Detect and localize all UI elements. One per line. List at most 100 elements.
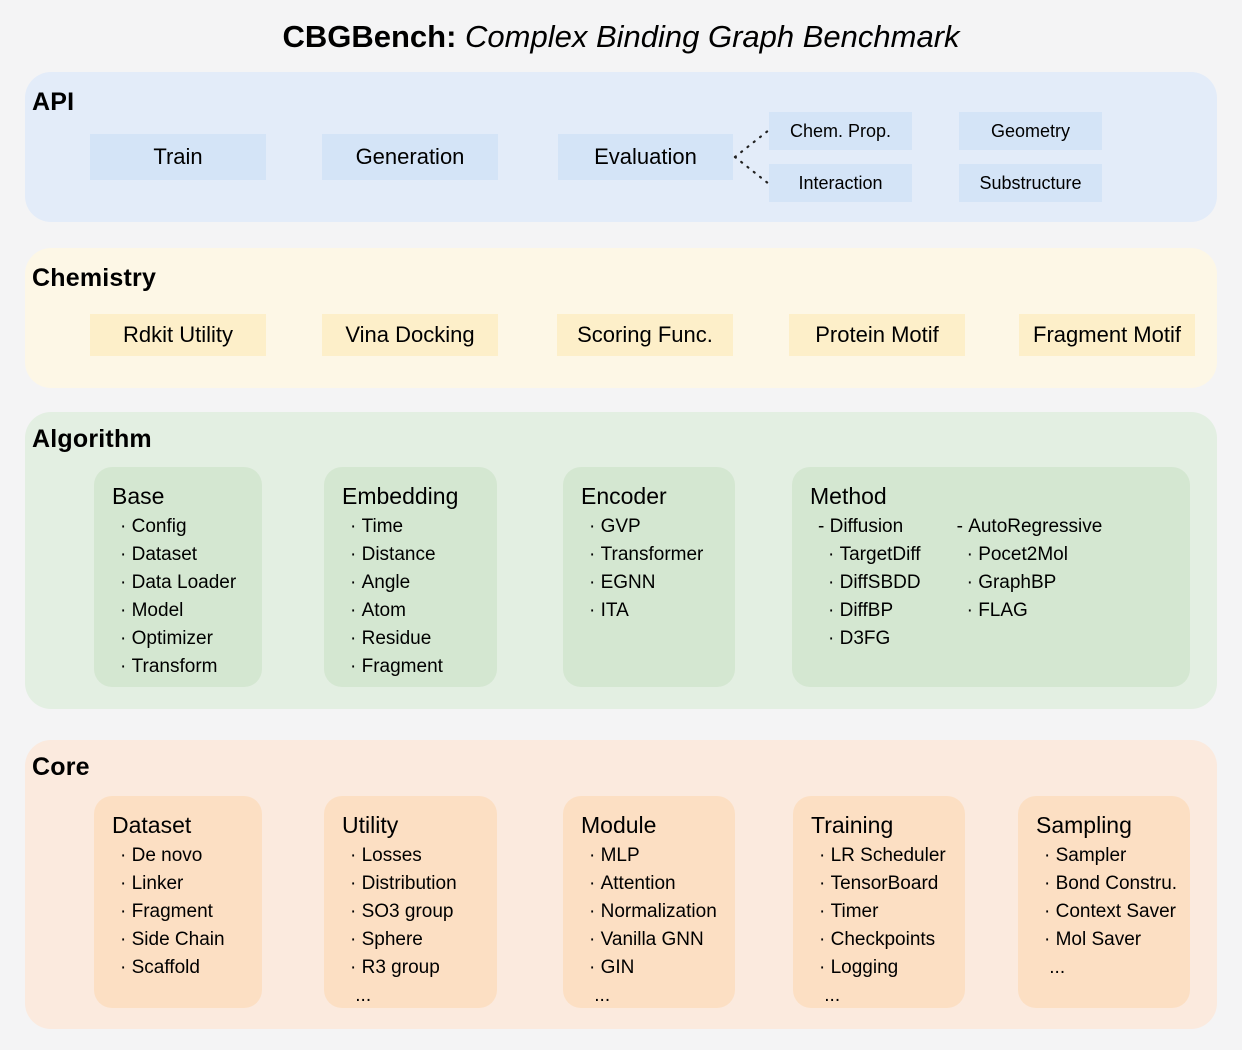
list-item: Linker — [120, 870, 246, 898]
section-core-heading: Core — [32, 753, 90, 781]
list-item: Bond Constru. — [1044, 870, 1177, 898]
api-box-chem-prop[interactable]: Chem. Prop. — [769, 112, 912, 150]
list-item: ITA — [589, 597, 719, 625]
algorithm-card-embedding-title: Embedding — [342, 483, 459, 509]
list-item: Side Chain — [120, 926, 246, 954]
section-algorithm-heading: Algorithm — [32, 425, 152, 453]
core-card-training-list: LR Scheduler TensorBoard Timer Checkpoin… — [811, 842, 949, 1010]
list-item: Residue — [350, 625, 481, 653]
api-box-chem-prop-label: Chem. Prop. — [789, 121, 892, 141]
api-box-generation[interactable]: Generation — [322, 134, 498, 180]
list-item: Fragment — [120, 898, 246, 926]
method-group-autoregressive-list: AutoRegressive Pocet2Mol GraphBP FLAG — [949, 513, 1103, 625]
list-ellipsis: ... — [355, 985, 372, 1006]
list-item: De novo — [120, 842, 246, 870]
api-box-generation-label: Generation — [355, 144, 465, 169]
algorithm-card-encoder-title: Encoder — [581, 483, 667, 509]
list-item: GIN — [589, 954, 719, 982]
list-item: Distribution — [350, 870, 481, 898]
algorithm-card-encoder[interactable]: Encoder GVP Transformer EGNN ITA — [563, 467, 735, 687]
chemistry-box-fragment-motif-label: Fragment Motif — [1033, 322, 1181, 347]
chemistry-box-fragment-motif[interactable]: Fragment Motif — [1019, 314, 1195, 356]
core-card-utility[interactable]: Utility Losses Distribution SO3 group Sp… — [324, 796, 497, 1008]
core-card-dataset-list: De novo Linker Fragment Side Chain Scaff… — [112, 842, 246, 982]
page-title: CBGBench: Complex Binding Graph Benchmar… — [0, 18, 1242, 56]
core-card-utility-title: Utility — [342, 812, 399, 838]
list-item: R3 group — [350, 954, 481, 982]
api-box-evaluation-label: Evaluation — [594, 144, 697, 169]
api-box-evaluation[interactable]: Evaluation — [558, 134, 733, 180]
list-item: Vanilla GNN — [589, 926, 719, 954]
algorithm-card-embedding[interactable]: Embedding Time Distance Angle Atom Resid… — [324, 467, 497, 687]
list-item: Logging — [819, 954, 949, 982]
chemistry-box-scoring-func-label: Scoring Func. — [577, 322, 713, 347]
list-ellipsis: ... — [824, 985, 841, 1006]
api-box-substructure-label: Substructure — [979, 173, 1082, 193]
algorithm-card-base-title: Base — [112, 483, 165, 509]
chemistry-box-protein-motif[interactable]: Protein Motif — [789, 314, 965, 356]
core-card-dataset-title: Dataset — [112, 812, 192, 838]
list-item: Fragment — [350, 653, 481, 681]
title-bold: CBGBench: — [282, 19, 457, 54]
api-box-geometry-label: Geometry — [990, 121, 1071, 141]
list-item: DiffSBDD — [818, 569, 921, 597]
method-group-diffusion-list: Diffusion TargetDiff DiffSBDD DiffBP D3F… — [810, 513, 921, 653]
list-item: Transform — [120, 653, 246, 681]
chemistry-box-rdkit-utility[interactable]: Rdkit Utility — [90, 314, 266, 356]
chemistry-box-rdkit-utility-label: Rdkit Utility — [122, 322, 233, 347]
list-item: EGNN — [589, 569, 719, 597]
list-item: Mol Saver — [1044, 926, 1174, 954]
list-item: Normalization — [589, 898, 719, 926]
list-item: Context Saver — [1044, 898, 1176, 926]
core-card-module-title: Module — [581, 812, 657, 838]
api-box-substructure[interactable]: Substructure — [959, 164, 1102, 202]
list-item: Angle — [350, 569, 481, 597]
section-chemistry-heading: Chemistry — [32, 264, 157, 292]
list-item: Distance — [350, 541, 481, 569]
list-item: TargetDiff — [818, 541, 921, 569]
core-card-utility-list: Losses Distribution SO3 group Sphere R3 … — [342, 842, 481, 1010]
list-item: D3FG — [818, 625, 921, 653]
list-item: Timer — [819, 898, 949, 926]
list-item: Dataset — [120, 541, 246, 569]
list-ellipsis: ... — [1049, 957, 1066, 978]
list-item: GVP — [589, 513, 719, 541]
list-item: Sampler — [1044, 842, 1174, 870]
method-group-diffusion: Diffusion TargetDiff DiffSBDD DiffBP D3F… — [810, 513, 921, 653]
core-card-training[interactable]: Training LR Scheduler TensorBoard Timer … — [793, 796, 965, 1008]
api-box-train[interactable]: Train — [90, 134, 266, 180]
method-group-label: Diffusion — [818, 513, 921, 541]
list-item: Attention — [589, 870, 719, 898]
algorithm-card-base-list: Config Dataset Data Loader Model Optimiz… — [112, 513, 246, 681]
core-card-sampling-list: Sampler Bond Constru. Context Saver Mol … — [1036, 842, 1177, 982]
chemistry-box-protein-motif-label: Protein Motif — [815, 322, 939, 347]
list-item: Sphere — [350, 926, 481, 954]
core-card-sampling[interactable]: Sampling Sampler Bond Constru. Context S… — [1018, 796, 1190, 1008]
list-ellipsis: ... — [594, 985, 611, 1006]
list-item: Checkpoints — [819, 926, 949, 954]
list-item: LR Scheduler — [819, 842, 949, 870]
algorithm-card-base[interactable]: Base Config Dataset Data Loader Model Op… — [94, 467, 262, 687]
list-item: SO3 group — [350, 898, 481, 926]
algorithm-card-method[interactable]: Method Diffusion TargetDiff DiffSBDD Dif… — [792, 467, 1190, 687]
core-card-module[interactable]: Module MLP Attention Normalization Vanil… — [563, 796, 735, 1008]
list-item: DiffBP — [818, 597, 921, 625]
core-card-sampling-title: Sampling — [1036, 812, 1132, 838]
list-item: Time — [350, 513, 481, 541]
list-item: FLAG — [957, 597, 1103, 625]
api-box-geometry[interactable]: Geometry — [959, 112, 1102, 150]
api-box-interaction-label: Interaction — [798, 173, 883, 193]
core-card-dataset[interactable]: Dataset De novo Linker Fragment Side Cha… — [94, 796, 262, 1008]
list-item: Atom — [350, 597, 481, 625]
list-item: Pocet2Mol — [957, 541, 1103, 569]
chemistry-box-scoring-func[interactable]: Scoring Func. — [557, 314, 733, 356]
list-item: GraphBP — [957, 569, 1103, 597]
method-group-autoregressive: AutoRegressive Pocet2Mol GraphBP FLAG — [949, 513, 1103, 653]
api-box-interaction[interactable]: Interaction — [769, 164, 912, 202]
chemistry-box-vina-docking[interactable]: Vina Docking — [322, 314, 498, 356]
list-item: Config — [120, 513, 246, 541]
chemistry-box-vina-docking-label: Vina Docking — [345, 322, 475, 347]
method-columns: Diffusion TargetDiff DiffSBDD DiffBP D3F… — [810, 513, 1174, 653]
api-box-train-label: Train — [153, 144, 203, 169]
